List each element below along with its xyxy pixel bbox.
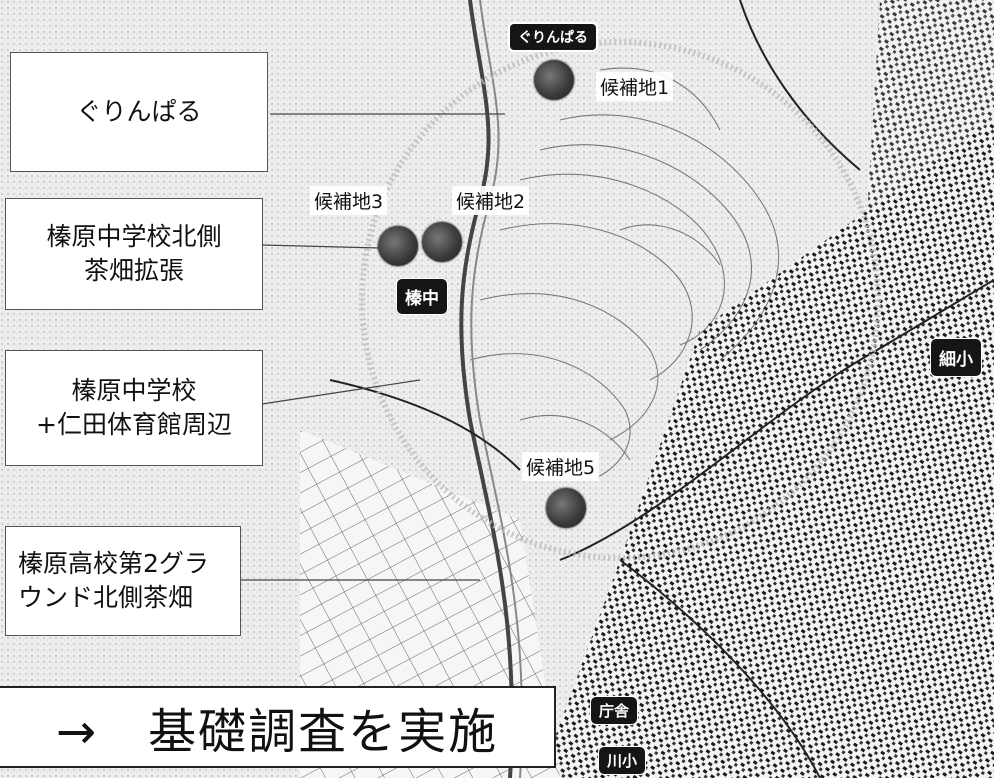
- annotation-line: 榛原中学校北側: [46, 222, 222, 252]
- annotation-line: ぐりんぱる: [76, 97, 202, 127]
- annotation-line: +仁田体育館周辺: [36, 410, 232, 439]
- annotation-box-haibara-hs-ground: 榛原高校第2グラ ウンド北側茶畑: [5, 526, 241, 636]
- annotation-line: ウンド北側茶畑: [18, 583, 194, 612]
- annotation-box-haibara-jhs-north: 榛原中学校北側 茶畑拡張: [5, 198, 263, 310]
- annotation-line: 榛原中学校: [71, 376, 197, 406]
- candidate-site-5-label: 候補地5: [522, 452, 600, 481]
- map-badge-haichu: 榛中: [396, 278, 448, 315]
- annotation-box-haibara-jhs-gym: 榛原中学校 +仁田体育館周辺: [5, 350, 263, 466]
- annotation-line: 榛原高校第2グラ: [18, 549, 209, 579]
- candidate-site-3-label: 候補地3: [310, 186, 388, 215]
- map-badge-gurinparu: ぐりんぱる: [508, 22, 598, 52]
- candidate-site-2-label: 候補地2: [452, 186, 530, 215]
- annotation-box-gurinparu: ぐりんぱる: [10, 52, 268, 172]
- action-banner: → 基礎調査を実施: [0, 686, 556, 768]
- candidate-site-3-marker: [378, 226, 418, 266]
- annotation-line: 茶畑拡張: [83, 256, 184, 285]
- map-badge-kawasho: 川小: [598, 746, 647, 775]
- candidate-site-1-label: 候補地1: [596, 72, 674, 101]
- map-badge-chosha: 庁舎: [590, 696, 639, 725]
- candidate-site-2-marker: [422, 222, 462, 262]
- candidate-site-5-marker: [546, 488, 586, 528]
- candidate-site-1-marker: [534, 60, 574, 100]
- action-text: → 基礎調査を実施: [55, 704, 499, 760]
- map-badge-hosoko: 細小: [930, 338, 982, 377]
